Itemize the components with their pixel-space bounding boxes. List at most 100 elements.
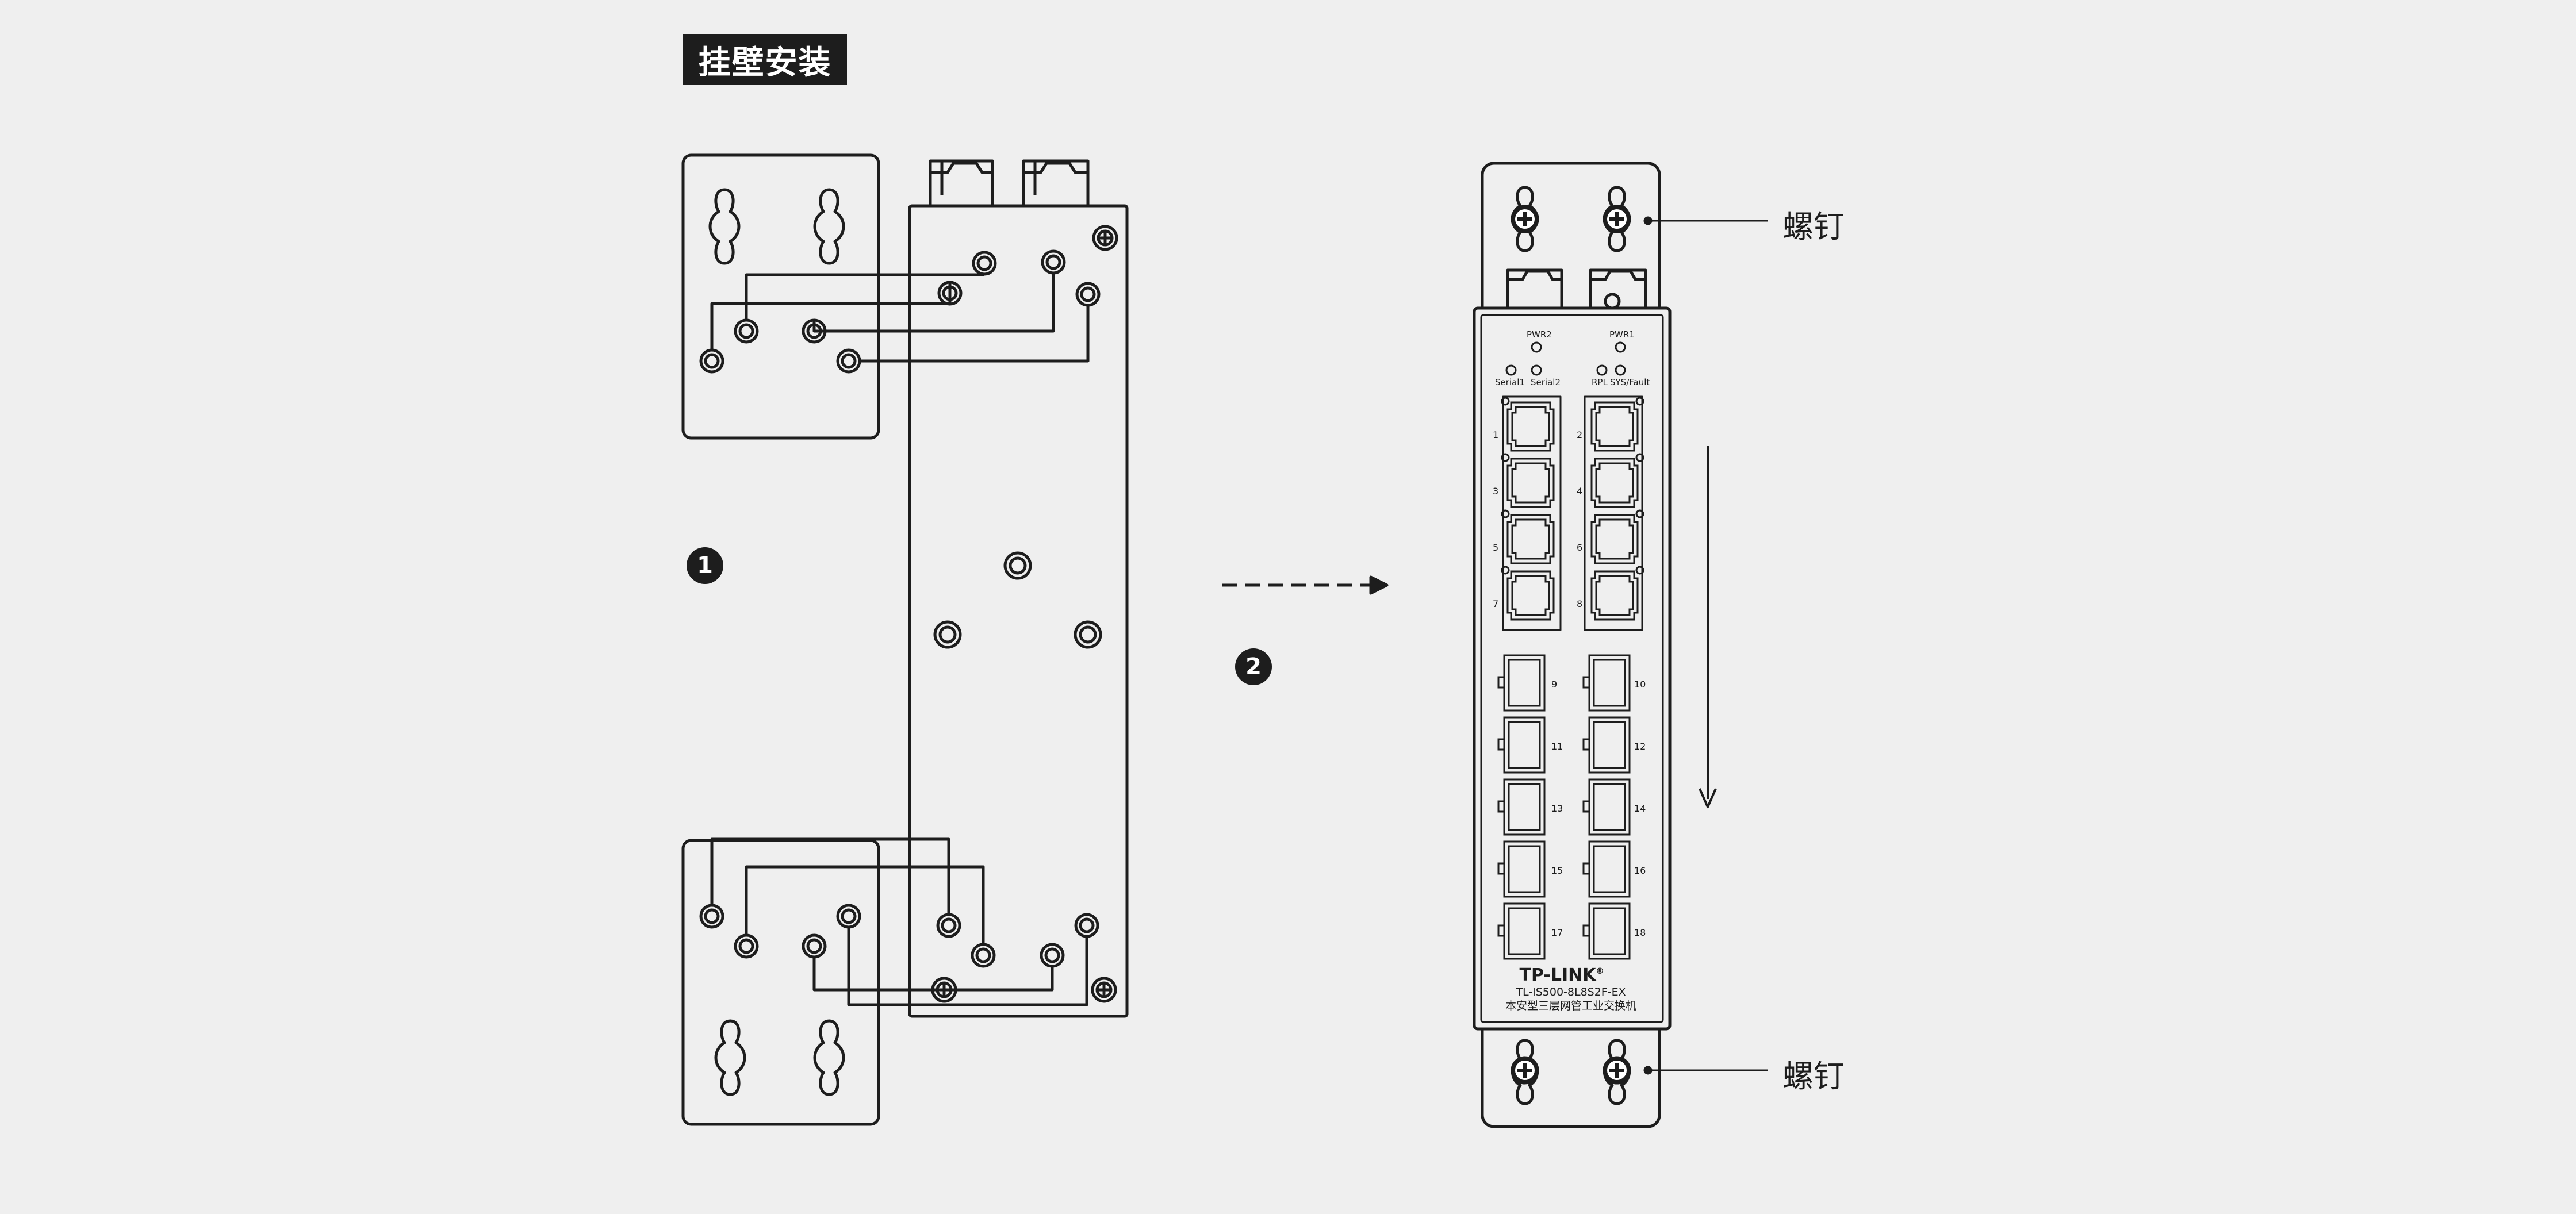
port-led [1635, 453, 1644, 462]
installed-bottom-bracket [1481, 1029, 1661, 1128]
callout-line-bottom [1643, 1066, 1768, 1075]
port-number: 8 [1577, 598, 1582, 609]
screw-callout-top: 螺钉 [1782, 209, 1845, 245]
mount-hole [936, 913, 961, 938]
port-number: 18 [1634, 927, 1646, 938]
port-number: 14 [1634, 803, 1646, 814]
top-connector-right [1589, 268, 1647, 310]
bracket-hole [699, 904, 724, 929]
port-number: 11 [1551, 741, 1563, 752]
port-number: 9 [1551, 679, 1557, 690]
keyhole-slot-icon [708, 188, 741, 265]
screw-icon [1091, 977, 1117, 1003]
rj45-port [1506, 401, 1555, 452]
rj45-port [1506, 458, 1555, 508]
device-description: 本安型三层网管工业交换机 [1505, 1000, 1636, 1012]
bracket-hole [734, 318, 759, 344]
step-2-badge: 2 [1235, 648, 1272, 685]
mount-hole [972, 251, 997, 276]
port-number: 4 [1577, 486, 1582, 497]
keyhole-slot-icon [714, 1019, 746, 1096]
rj45-port [1590, 458, 1639, 508]
sfp-port [1582, 902, 1631, 960]
port-led [1635, 397, 1644, 406]
screw-icon [1511, 186, 1539, 252]
sfp-port [1582, 716, 1631, 774]
port-led [1501, 453, 1510, 462]
sfp-port [1497, 778, 1546, 836]
port-number: 5 [1493, 542, 1498, 553]
bracket-hole [836, 904, 861, 929]
led-label-serial1: Serial1 [1495, 377, 1525, 387]
alignment-guides-top [710, 273, 1090, 363]
bracket-hole [802, 933, 827, 959]
step-1-badge: 1 [687, 547, 723, 584]
port-number: 12 [1634, 741, 1646, 752]
led-label-pwr1: PWR1 [1609, 329, 1635, 340]
led-label-rpl: RPL [1592, 377, 1608, 387]
top-mounting-bracket [681, 153, 880, 440]
led-label-sys: SYS/Fault [1610, 377, 1650, 387]
port-number: 2 [1577, 429, 1582, 440]
screw-callout-bottom: 螺钉 [1782, 1058, 1845, 1094]
mount-hole [1074, 620, 1102, 649]
port-number: 13 [1551, 803, 1563, 814]
model-label: TL-IS500-8L8S2F-EX [1515, 986, 1626, 998]
port-led [1635, 566, 1644, 575]
installed-top-bracket [1481, 162, 1661, 308]
screw-icon [1603, 186, 1631, 252]
port-number: 3 [1493, 486, 1498, 497]
rj45-port [1590, 570, 1639, 621]
top-connector-right [1022, 159, 1090, 206]
mount-hole [1040, 943, 1065, 968]
top-connector-left [929, 159, 994, 206]
port-led [1501, 566, 1510, 575]
keyhole-slot-icon [813, 1019, 845, 1096]
alignment-guides-bottom [710, 837, 1088, 1006]
port-led [1635, 509, 1644, 518]
rj45-port [1590, 514, 1639, 564]
sfp-port [1497, 716, 1546, 774]
switch-back-panel [908, 204, 1129, 1018]
mount-hole [933, 620, 962, 649]
port-number: 6 [1577, 542, 1582, 553]
sfp-port [1497, 654, 1546, 712]
keyhole-slot-icon [813, 188, 845, 265]
bracket-hole [699, 348, 724, 374]
port-number: 7 [1493, 598, 1498, 609]
port-led [1501, 397, 1510, 406]
down-arrow [1699, 446, 1717, 808]
rj45-port-group-left [1502, 395, 1562, 631]
rj45-port-group-right [1584, 395, 1643, 631]
switch-front-panel [1473, 306, 1672, 1031]
led-label-serial2: Serial2 [1531, 377, 1561, 387]
port-number: 15 [1551, 865, 1563, 876]
dashed-arrow [1222, 575, 1389, 595]
screw-icon [1092, 225, 1118, 251]
top-connector-left [1506, 268, 1563, 308]
brand-logo: TP-LINK® [1519, 965, 1604, 985]
screw-icon [1603, 1039, 1631, 1105]
led-label-pwr2: PWR2 [1527, 329, 1552, 340]
callout-line-top [1643, 216, 1768, 225]
rj45-port [1506, 514, 1555, 564]
screw-icon [1511, 1039, 1539, 1105]
sfp-port [1582, 778, 1631, 836]
sfp-port [1497, 840, 1546, 898]
mount-hole [1075, 282, 1101, 307]
mount-hole [971, 943, 996, 968]
mount-hole [1041, 249, 1066, 275]
bracket-hole [836, 348, 861, 374]
rj45-port [1590, 401, 1639, 452]
port-number: 16 [1634, 865, 1646, 876]
mount-hole [1003, 551, 1032, 580]
rj45-port [1506, 570, 1555, 621]
bracket-hole [734, 933, 759, 959]
port-number: 17 [1551, 927, 1563, 938]
sfp-port [1582, 654, 1631, 712]
led-indicators [1505, 341, 1626, 376]
port-number: 1 [1493, 429, 1498, 440]
port-led [1501, 509, 1510, 518]
title-text: 挂壁安装 [698, 44, 832, 82]
